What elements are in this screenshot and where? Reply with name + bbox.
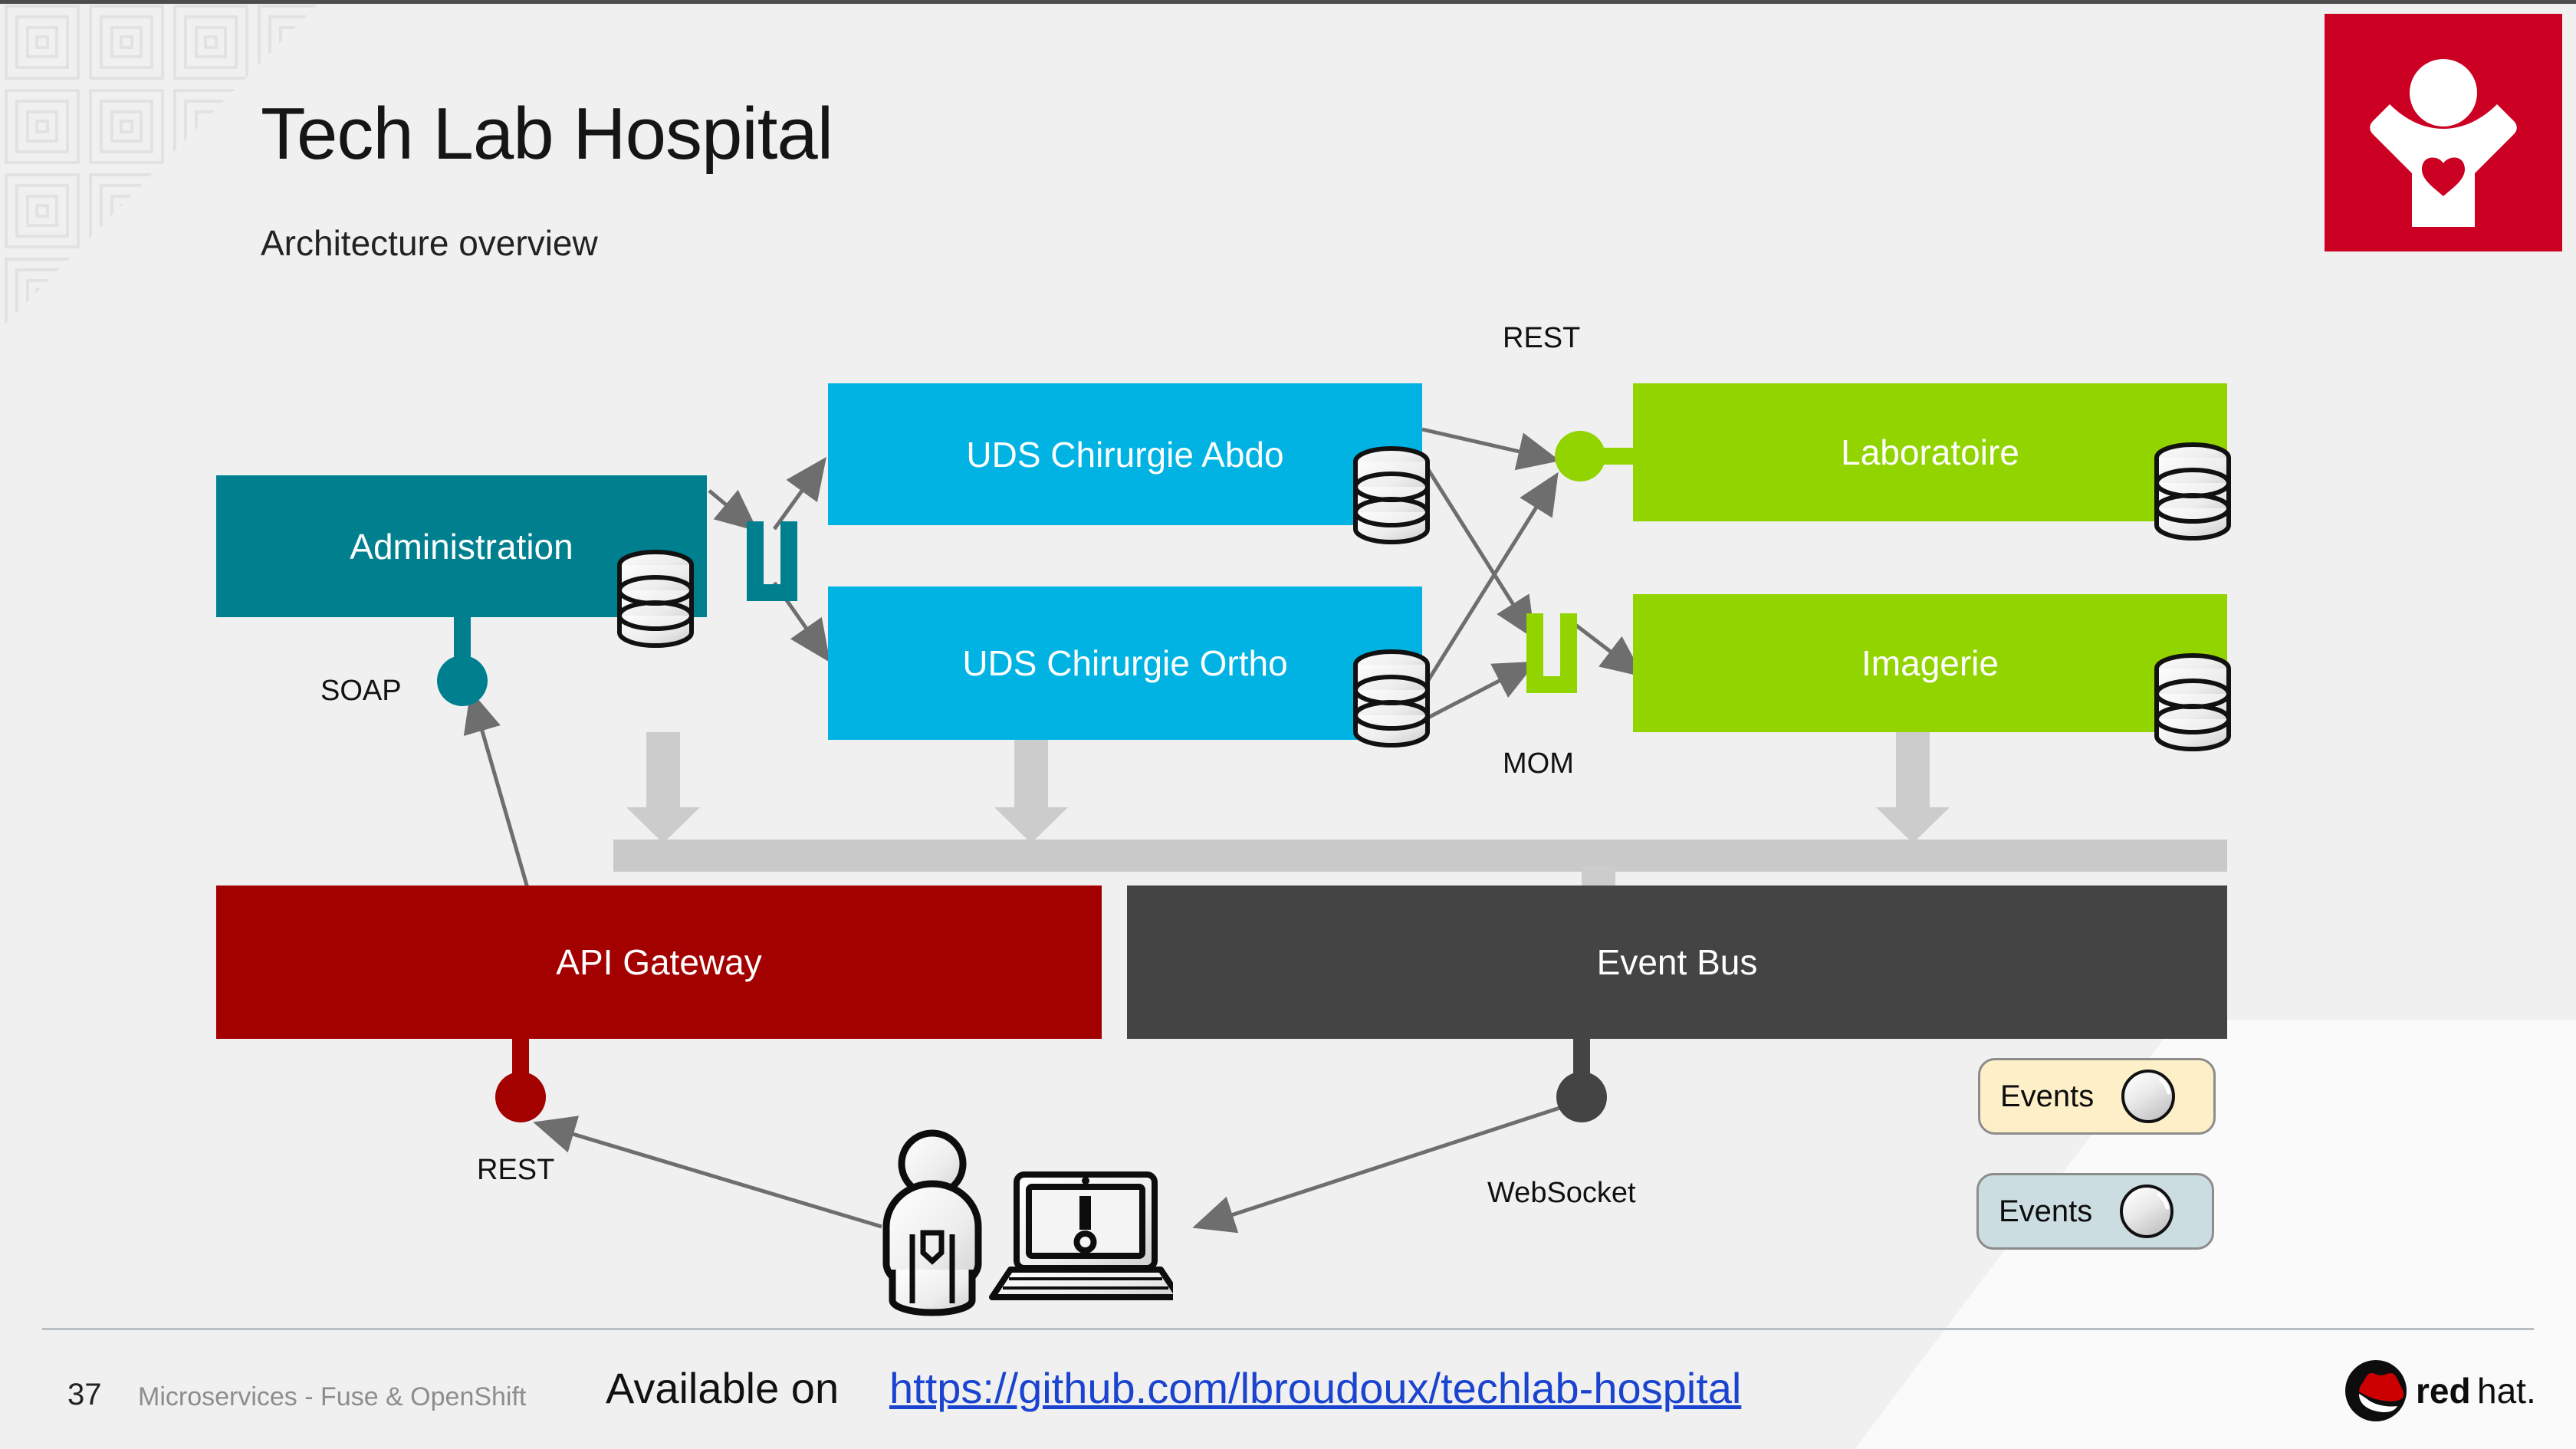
node-label: Administration: [350, 526, 573, 567]
glossy-sphere-icon: [2121, 1070, 2176, 1123]
rest-gateway-interface-stem: [512, 1035, 529, 1081]
repo-link[interactable]: https://github.com/lbroudoux/techlab-hos…: [889, 1364, 1742, 1412]
node-label: Imagerie: [1861, 643, 1999, 683]
node-label: API Gateway: [556, 942, 762, 982]
node-imagerie[interactable]: Imagerie: [1633, 594, 2227, 732]
soap-interface-stem: [454, 617, 471, 665]
legend-chip-events-yellow[interactable]: Events: [1978, 1058, 2216, 1135]
top-divider: [0, 0, 2576, 4]
interface-label-rest-laboratoire: REST: [1503, 322, 1581, 354]
glossy-sphere-icon: [2120, 1184, 2174, 1238]
interface-label-mom: MOM: [1503, 748, 1574, 780]
page-subtitle: Architecture overview: [261, 223, 598, 263]
interface-label-soap: SOAP: [320, 675, 402, 707]
rest-interface-lollipop[interactable]: [1555, 431, 1605, 481]
database-icon-laboratoire: [2154, 442, 2231, 540]
database-icon-uds-abdo: [1353, 446, 1430, 544]
node-uds-chirurgie-abdo[interactable]: UDS Chirurgie Abdo: [828, 383, 1422, 525]
node-label: Event Bus: [1596, 942, 1758, 982]
soap-interface-lollipop[interactable]: [437, 656, 488, 706]
legend-label: Events: [2000, 1079, 2095, 1113]
message-bus-bar: [613, 840, 2227, 872]
node-event-bus[interactable]: Event Bus: [1127, 886, 2227, 1039]
uds-required-interface-socket[interactable]: [742, 521, 802, 606]
mom-required-interface-socket[interactable]: [1522, 613, 1582, 698]
database-icon-administration: [617, 550, 694, 648]
node-label: UDS Chirurgie Ortho: [962, 643, 1288, 683]
flow-arrow-administration: [626, 732, 700, 843]
flow-arrow-imagerie: [1876, 732, 1950, 843]
node-label: Laboratoire: [1841, 432, 2019, 472]
page-title: Tech Lab Hospital: [261, 93, 833, 175]
footer-page-number: 37: [67, 1378, 102, 1411]
footer-divider: [42, 1328, 2534, 1330]
footer-available-text: Available on: [606, 1364, 840, 1412]
node-label: UDS Chirurgie Abdo: [966, 434, 1284, 475]
websocket-interface-stem: [1573, 1035, 1590, 1081]
user-person-icon: [882, 1129, 982, 1316]
websocket-interface-lollipop[interactable]: [1556, 1072, 1607, 1122]
hospital-person-heart-icon: [2325, 14, 2562, 251]
footer-deck-title: Microservices - Fuse & OpenShift: [138, 1382, 527, 1411]
node-uds-chirurgie-ortho[interactable]: UDS Chirurgie Ortho: [828, 586, 1422, 740]
interface-label-websocket: WebSocket: [1487, 1177, 1636, 1209]
flow-arrow-uds: [994, 732, 1068, 843]
database-icon-uds-ortho: [1353, 649, 1430, 748]
interface-label-rest-gateway: REST: [477, 1154, 555, 1186]
svg-text:red: red: [2416, 1371, 2471, 1411]
legend-chip-events-blue[interactable]: Events: [1976, 1173, 2214, 1250]
redhat-shadowman-logo: red hat.: [2345, 1360, 2536, 1421]
node-api-gateway[interactable]: API Gateway: [216, 886, 1102, 1039]
rest-gateway-interface-lollipop[interactable]: [495, 1072, 546, 1122]
node-laboratoire[interactable]: Laboratoire: [1633, 383, 2227, 521]
svg-text:hat.: hat.: [2477, 1371, 2536, 1411]
actor-user-with-laptop: [882, 1129, 1173, 1316]
database-icon-imagerie: [2154, 653, 2231, 751]
legend-label: Events: [1999, 1194, 2093, 1228]
